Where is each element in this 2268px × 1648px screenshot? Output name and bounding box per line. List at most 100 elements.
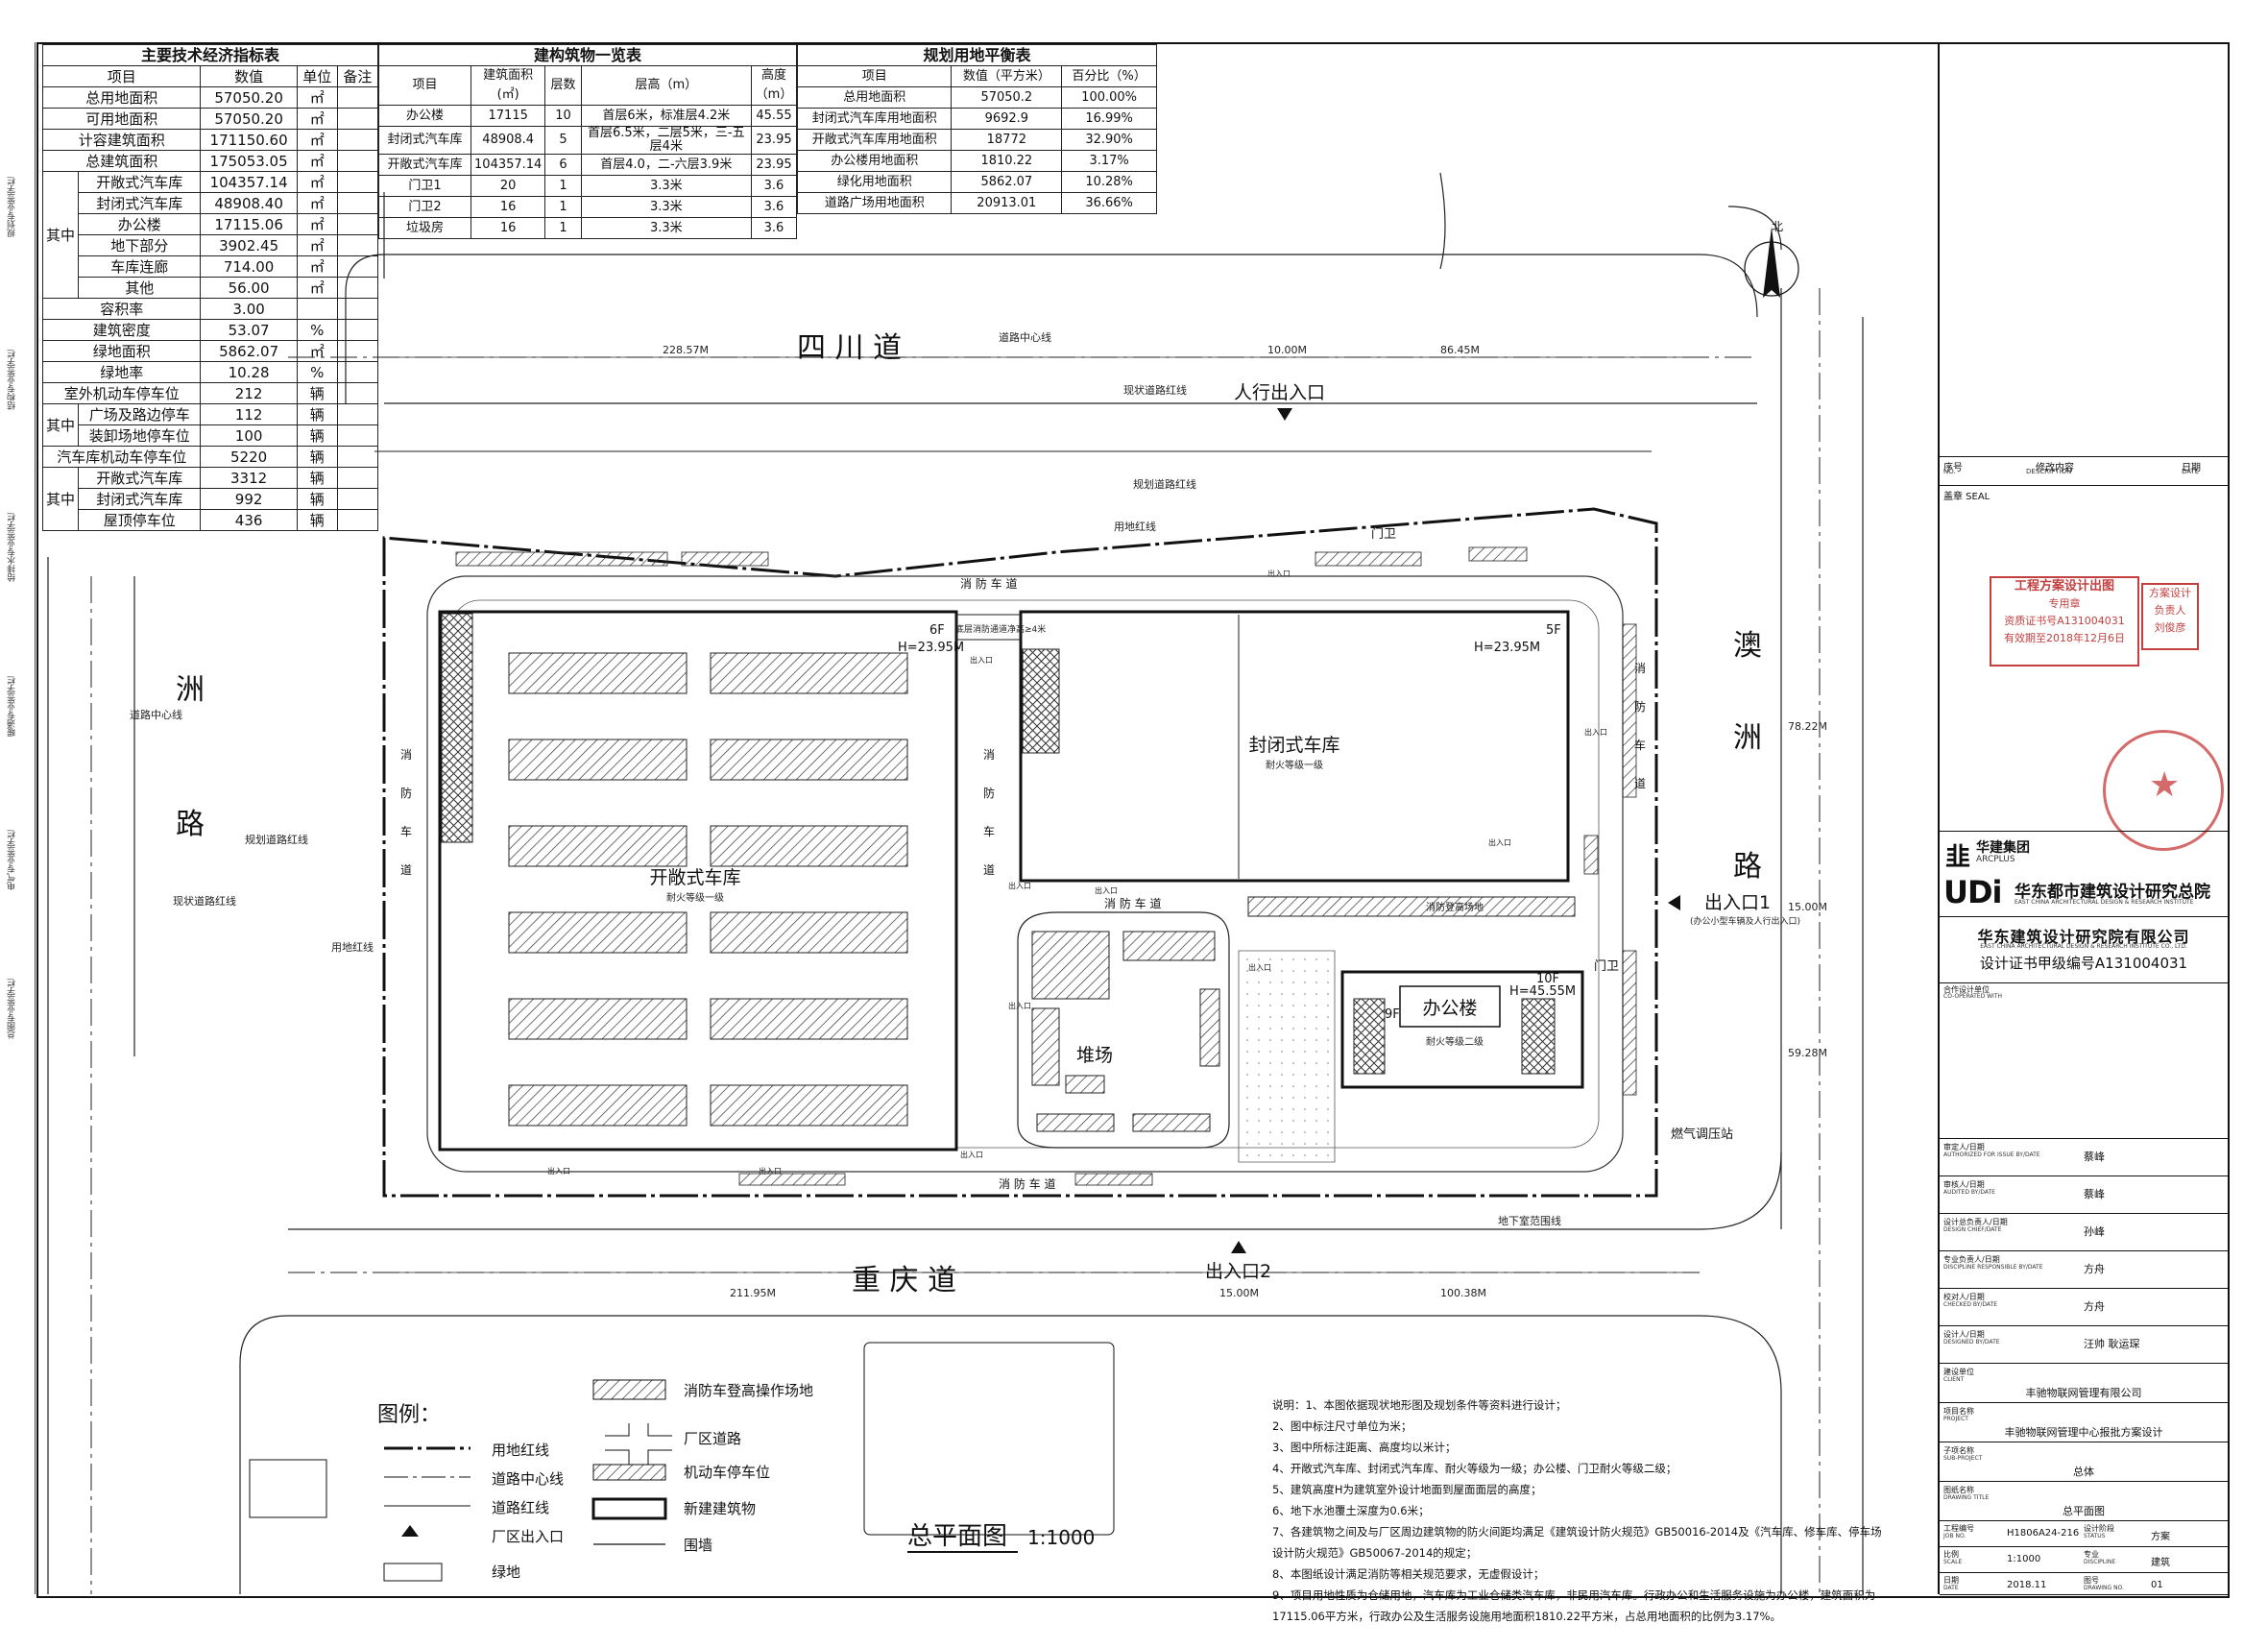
fire-road-char: 车 <box>400 824 412 838</box>
entrance-1-note: (办公小型车辆及人行出入口) <box>1690 915 1800 927</box>
parking-stall-block <box>710 825 908 867</box>
field-value: 01 <box>2151 1580 2163 1590</box>
field-label: 专业负责人/日期 <box>1943 1255 2000 1264</box>
ramp-label: 出入口 <box>759 1166 782 1175</box>
fire-road-char: 防 <box>400 786 412 800</box>
cell-unit: 辆 <box>296 446 338 468</box>
legend-item: 机动车停车位 <box>684 1464 770 1481</box>
note-line: 9、项目用地性质为仓储用地，汽车库为工业仓储类汽车库，非民用汽车库。行政办公和生… <box>1272 1588 1876 1602</box>
seal-label: 盖章 SEAL <box>1943 492 1991 502</box>
legend-item: 消防车登高操作场地 <box>684 1382 813 1399</box>
cell-unit: ㎡ <box>296 150 338 172</box>
cell: 16.99% <box>1061 108 1157 130</box>
cell-unit: ㎡ <box>296 129 338 151</box>
field-label: 建设单位 <box>1943 1368 1974 1376</box>
field-label-en: DISCIPLINE RESPONSIBLE BY/DATE <box>1943 1264 2043 1271</box>
field-value: 孙峰 <box>2084 1225 2105 1238</box>
field-label-en: DATE <box>1943 1585 1959 1591</box>
cell: 3.6 <box>751 175 797 197</box>
open-garage-label: 开敞式车库 <box>649 867 740 888</box>
cell: 20913.01 <box>951 192 1063 214</box>
fire-road-char: 防 <box>1634 699 1646 714</box>
ramp-label: 出入口 <box>1248 962 1271 972</box>
gas-station-label: 燃气调压站 <box>1671 1127 1733 1142</box>
cell-item: 建筑密度 <box>41 319 202 341</box>
field-label-en: CHECKED BY/DATE <box>1943 1301 1998 1308</box>
fire-road-label: 消 防 车 道 <box>999 1176 1055 1191</box>
field-value: 1:1000 <box>2007 1554 2041 1564</box>
column-header: 备注 <box>336 65 379 87</box>
road-name-west: 路 <box>176 808 205 841</box>
height-label: H=45.55M <box>1509 984 1576 999</box>
parking-stall-block <box>508 652 688 694</box>
stamp-line: 方案设计 <box>2149 587 2191 599</box>
fire-road-char: 防 <box>983 786 995 800</box>
field-label-en: PROJECT <box>1943 1416 1968 1422</box>
field-value: 汪帅 耿运琛 <box>2084 1338 2140 1350</box>
note-line: 5、建筑高度H为建筑室外设计地面到屋面面层的高度； <box>1272 1483 1542 1496</box>
label: 规划道路红线 <box>1133 477 1196 491</box>
ramp-label: 出入口 <box>970 655 993 665</box>
group-name: 华建集团 <box>1976 840 2030 856</box>
legend-item: 围墙 <box>684 1537 712 1554</box>
column-header: 项目 <box>41 65 202 87</box>
note-line: 说明：1、本图依据现状地形图及规划条件等资料进行设计； <box>1272 1398 1567 1412</box>
note-line: 4、开敞式汽车库、封闭式汽车库、耐火等级为一级；办公楼、门卫耐火等级二级； <box>1272 1462 1677 1475</box>
group-en: ARCPLUS <box>1976 855 2015 864</box>
signature-strip: 规划专业签字栏 结构专业签字栏 给排水专业签字栏 暖通专业签字栏 电气专业签字栏… <box>0 42 36 1594</box>
column-header: 层数 <box>544 65 582 106</box>
cell-value: 171150.60 <box>200 129 298 151</box>
company-seal-star: ★ <box>2149 765 2181 805</box>
floors-label: 9F <box>1385 1007 1400 1022</box>
cell-item: 屋顶停车位 <box>78 509 202 531</box>
cell: 办公楼用地面积 <box>796 150 953 172</box>
cell-item: 封闭式汽车库 <box>78 192 202 214</box>
parking-stall-block <box>508 1084 688 1127</box>
fire-rating: 耐火等级二级 <box>1426 1035 1484 1048</box>
cell: 首层6米，标准层4.2米 <box>580 105 753 127</box>
note-line: 8、本图纸设计满足消防等相关规范要求，无虚假设计； <box>1272 1567 1545 1581</box>
label: 道路中心线 <box>999 330 1051 344</box>
fire-site-label: 消防登高场地 <box>1426 901 1484 913</box>
fire-road-char: 道 <box>983 863 995 877</box>
floors-label: 6F <box>929 623 945 638</box>
ramp-label: 出入口 <box>547 1166 570 1175</box>
parking-stall-block <box>710 1084 908 1127</box>
group-logo-icon: ⾲ <box>1945 843 1971 872</box>
column-header: 建筑面积(㎡) <box>470 65 546 106</box>
dim-label: 228.57M <box>663 344 709 356</box>
notes: 说明：1、本图依据现状地形图及规划条件等资料进行设计；2、图中标注尺寸单位为米；… <box>1272 1352 1882 1648</box>
rev-header-en: DATE <box>2182 468 2200 475</box>
fire-road-char: 车 <box>983 824 995 838</box>
cell-item: 开敞式汽车库 <box>78 171 202 193</box>
stamp-line: 工程方案设计出图 <box>2014 579 2114 594</box>
guard-label: 门卫 <box>1371 527 1396 542</box>
cell-unit: ㎡ <box>296 192 338 214</box>
cell: 3.3米 <box>580 217 753 239</box>
dim-label: 15.00M <box>1219 1287 1259 1299</box>
road-name-east: 澳 <box>1733 629 1762 663</box>
cell-unit: 辆 <box>296 403 338 425</box>
parking-stall-block <box>710 739 908 781</box>
fire-rating: 耐火等级一级 <box>1266 759 1323 771</box>
drawing-title: 总平面图 <box>907 1522 1007 1551</box>
ramp-label: 出入口 <box>960 1150 983 1159</box>
company-seal <box>2103 730 2224 851</box>
cell: 17115 <box>470 105 546 127</box>
rev-header-en: DESCRIPTION <box>2026 468 2072 475</box>
